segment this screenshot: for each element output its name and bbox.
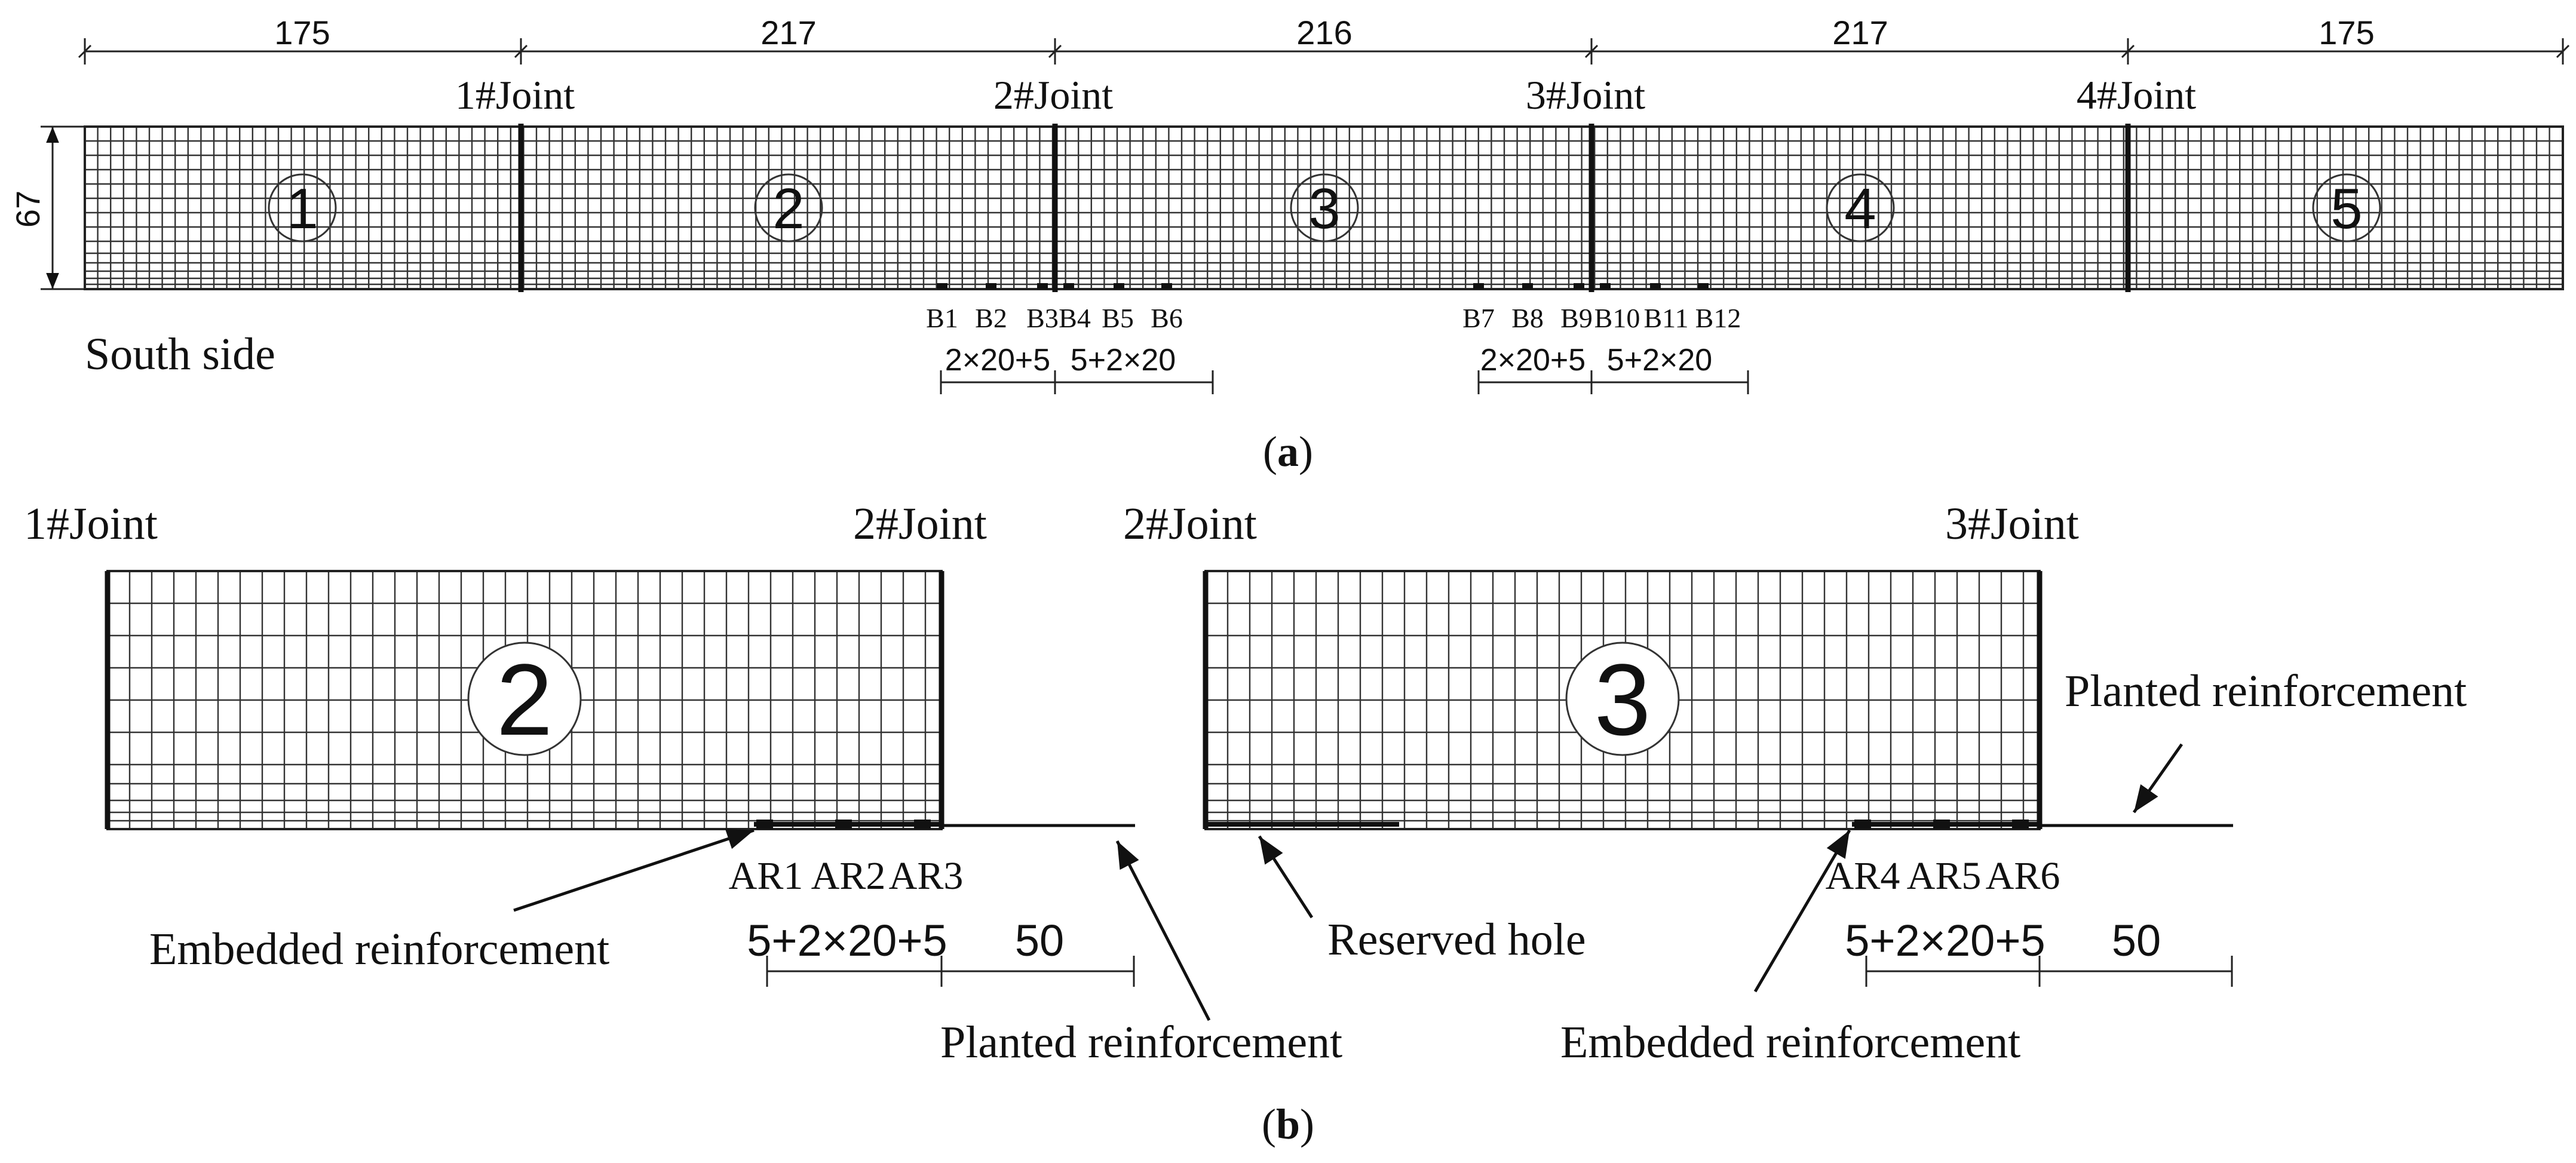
spacing-label-ar-left: 5+2×20+5 — [747, 916, 947, 965]
gauge-label-ar1: AR1 — [729, 854, 804, 898]
planted-label-left: Planted reinforcement — [940, 1017, 1342, 1067]
gauge-mark-b4 — [1063, 283, 1074, 289]
gauge-label-b3: B3 — [1026, 303, 1059, 333]
girder-outline — [84, 125, 2564, 290]
gauge-mark-b12 — [1698, 283, 1709, 289]
planted-leader-right — [2132, 743, 2184, 814]
gauge-mark-b9 — [1574, 283, 1584, 289]
span-dim-2: 217 — [760, 14, 816, 51]
caption-a: (a) — [1263, 428, 1313, 475]
span-dim-3: 216 — [1296, 14, 1352, 51]
panel-a: 175 217 216 217 175 67 1#Joint 2#Joint 3… — [9, 14, 2570, 475]
gauge-mark-ar4 — [1854, 820, 1871, 829]
embedded-label-left: Embedded reinforcement — [149, 924, 609, 974]
gauge-mark-ar2 — [835, 820, 852, 829]
segment-label-2: 2 — [772, 177, 804, 241]
planted-length-right: 50 — [2112, 916, 2161, 965]
embedded-leader-left — [513, 828, 755, 912]
b-joint-label-3: 3#Joint — [1945, 499, 2079, 549]
detail-grid-segment-2 — [108, 571, 942, 829]
segment-label-1: 1 — [286, 177, 318, 241]
joint-label-4: 4#Joint — [2077, 72, 2196, 118]
b-joint-label-1: 1#Joint — [24, 499, 158, 549]
gauge-mark-b6 — [1161, 283, 1172, 289]
gauge-mark-b10 — [1600, 283, 1611, 289]
spacing-label-right-2: 5+2×20 — [1607, 343, 1712, 378]
joint-label-2: 2#Joint — [993, 72, 1113, 118]
gauge-mark-ar3 — [914, 820, 931, 829]
spacing-label-left-2: 2×20+5 — [1480, 343, 1586, 378]
planted-length-left: 50 — [1015, 916, 1064, 965]
gauge-label-b12: B12 — [1695, 303, 1741, 333]
spacing-label-left-1: 2×20+5 — [945, 343, 1050, 378]
b-joint-label-2-right: 2#Joint — [1123, 499, 1257, 549]
joint-label-1: 1#Joint — [455, 72, 575, 118]
gauge-label-b7: B7 — [1462, 303, 1495, 333]
gauge-mark-b7 — [1473, 283, 1484, 289]
gauge-label-b10: B10 — [1594, 303, 1640, 333]
embedded-label-right: Embedded reinforcement — [1560, 1017, 2020, 1067]
span-dim-1: 175 — [274, 14, 330, 51]
height-dimension: 67 — [9, 125, 84, 290]
segment-markers: 1 2 3 4 5 — [268, 173, 2381, 243]
gauge-label-b1: B1 — [926, 303, 958, 333]
span-dimension-line — [78, 38, 2570, 65]
gauge-label-ar3: AR3 — [889, 854, 964, 898]
gauge-mark-ar1 — [756, 820, 773, 829]
segment-label-4: 4 — [1844, 177, 1876, 241]
gauge-mark-b1 — [937, 283, 947, 289]
gauge-group-2: B7 B8 B9 B10 B11 B12 2×20+5 5+2×20 — [1462, 283, 1749, 394]
joint-labels: 1#Joint 2#Joint 3#Joint 4#Joint — [455, 72, 2196, 118]
girder-elevation-grid — [85, 127, 2563, 289]
span-dim-5: 175 — [2319, 14, 2374, 51]
joint-lines — [518, 124, 2131, 292]
spacing-label-ar-right: 5+2×20+5 — [1845, 916, 2045, 965]
gauge-label-ar6: AR6 — [1986, 854, 2060, 898]
south-side-label: South side — [85, 329, 275, 379]
planted-leader-left — [1115, 840, 1211, 1021]
segment-label-3: 3 — [1308, 177, 1340, 241]
segment-label-5: 5 — [2330, 177, 2362, 241]
gauge-mark-b11 — [1650, 283, 1661, 289]
embedded-leader-right — [1753, 829, 1851, 993]
gauge-mark-b5 — [1114, 283, 1124, 289]
gauge-label-b6: B6 — [1151, 303, 1183, 333]
gauge-label-ar4: AR4 — [1826, 854, 1900, 898]
gauge-group-1: B1 B2 B3 B4 B5 B6 2×20+5 5+2×20 — [926, 283, 1214, 394]
gauge-label-b4: B4 — [1059, 303, 1091, 333]
gauge-label-b11: B11 — [1644, 303, 1689, 333]
span-dimension-labels: 175 217 216 217 175 — [274, 14, 2374, 51]
gauge-mark-b2 — [986, 283, 996, 289]
gauge-mark-b3 — [1037, 283, 1048, 289]
span-dim-4: 217 — [1832, 14, 1888, 51]
gauge-label-ar2: AR2 — [811, 854, 886, 898]
gauge-label-b9: B9 — [1560, 303, 1593, 333]
panel-b: 1#Joint 2#Joint 2#Joint 3#Joint 2 AR1 AR… — [24, 499, 2467, 1148]
gauge-mark-ar6 — [2012, 820, 2029, 829]
height-dim-label: 67 — [9, 191, 47, 228]
gauge-mark-ar5 — [1933, 820, 1950, 829]
gauge-label-b5: B5 — [1102, 303, 1134, 333]
gauge-label-ar5: AR5 — [1907, 854, 1982, 898]
joint-label-3: 3#Joint — [1526, 72, 1645, 118]
reserved-hole-leader — [1258, 835, 1314, 919]
gauge-label-b2: B2 — [975, 303, 1007, 333]
gauge-label-b8: B8 — [1511, 303, 1544, 333]
caption-b: (b) — [1262, 1100, 1314, 1148]
detail-segment-label-2: 2 — [496, 643, 553, 757]
detail-segment-label-3: 3 — [1594, 643, 1651, 757]
gauge-mark-b8 — [1522, 283, 1533, 289]
planted-label-right: Planted reinforcement — [2065, 666, 2467, 716]
spacing-label-right-1: 5+2×20 — [1071, 343, 1176, 378]
b-joint-label-2-left: 2#Joint — [853, 499, 987, 549]
reserved-hole-label: Reserved hole — [1327, 915, 1586, 965]
